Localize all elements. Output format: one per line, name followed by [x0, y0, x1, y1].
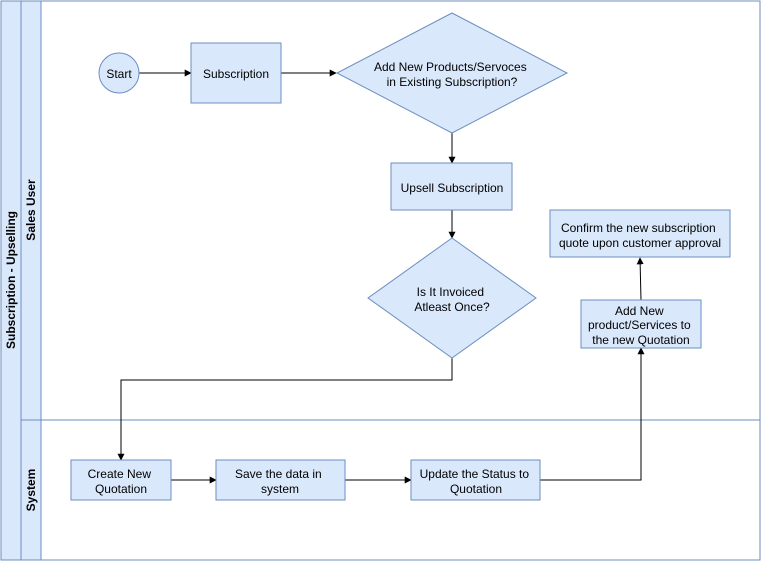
add-new-product-line-1: Add New — [615, 304, 664, 318]
edge-add-product-to-confirm — [636, 257, 644, 301]
svg-text:Create New Quotation: Create New Quotation — [88, 467, 155, 496]
update-status-line-1: Update the Status to — [420, 467, 530, 481]
start-node-shape — [98, 52, 140, 94]
confirm-node-line-2: quote upon customer approval — [559, 236, 721, 250]
edge-update-to-add-product — [540, 347, 645, 481]
pool-title: Subscription - Upselling — [4, 211, 18, 349]
add-new-product-node[interactable]: Add New product/Services to the new Quot… — [580, 299, 702, 349]
decision-invoiced-line-2: Atleast Once? — [414, 300, 490, 314]
save-data-line-1: Save the data in — [235, 467, 322, 481]
decision-add-products-shape — [335, 12, 569, 134]
start-node-label: Start — [106, 67, 132, 81]
add-new-product-node-shape — [580, 299, 702, 349]
confirm-node-line-1: Confirm the new subscription — [561, 221, 716, 235]
create-quotation-line-2: Quotation — [95, 482, 147, 496]
decision-invoiced-line-1: Is It Invoiced — [417, 285, 484, 299]
lane-system-title: System — [24, 469, 38, 512]
add-new-product-line-2: product/Services to — [588, 318, 691, 332]
svg-text:Add New Products/Servoces: Add New Products/Servoces in Existing Su… — [374, 60, 530, 89]
edge-invoiced-to-create-quotation — [117, 358, 453, 461]
decision-invoiced[interactable]: Is It Invoiced Atleast Once? — [367, 237, 537, 359]
svg-text:Is It Invoiced Atleast O: Is It Invoiced Atleast Once? — [414, 285, 490, 314]
svg-text:Upsell Subscription: Upsell Subscription — [401, 181, 504, 195]
upsell-subscription-node-shape — [390, 162, 513, 211]
add-new-product-line-3: the new Quotation — [592, 333, 689, 347]
decision-invoiced-shape — [367, 237, 537, 359]
confirm-node[interactable]: Confirm the new subscription quote upon … — [549, 209, 731, 258]
upsell-subscription-node[interactable]: Upsell Subscription — [390, 162, 513, 211]
subscription-node-label: Subscription — [203, 67, 269, 81]
edges — [117, 69, 645, 484]
svg-text:Confirm the new subscription: Confirm the new subscription quote upon … — [559, 221, 721, 250]
subscription-node[interactable]: Subscription — [190, 42, 282, 104]
decision-add-products-line-2: in Existing Subscription? — [387, 75, 518, 89]
save-data-node[interactable]: Save the data in system — [215, 459, 346, 501]
lane-sales-user-title: Sales User — [24, 179, 38, 241]
svg-text:Update the Status to Quo: Update the Status to Quotation — [420, 467, 533, 496]
start-node[interactable]: Start — [98, 52, 140, 94]
save-data-node-shape — [215, 459, 346, 501]
update-status-line-2: Quotation — [450, 482, 502, 496]
decision-add-products-line-1: Add New Products/Servoces — [374, 60, 527, 74]
decision-add-products[interactable]: Add New Products/Servoces in Existing Su… — [335, 12, 569, 134]
lane-system-header — [20, 419, 42, 561]
create-quotation-line-1: Create New — [88, 467, 152, 481]
save-data-line-2: system — [261, 482, 299, 496]
lane-system: System — [20, 419, 761, 561]
subscription-node-shape — [190, 42, 282, 104]
svg-text:Save the data in system: Save the data in system — [235, 467, 325, 496]
update-status-node-shape — [410, 459, 541, 501]
confirm-node-shape — [549, 209, 731, 258]
svg-text:Subscription: Subscription — [203, 67, 269, 81]
create-quotation-node[interactable]: Create New Quotation — [70, 459, 172, 501]
create-quotation-node-shape — [70, 459, 172, 501]
update-status-node[interactable]: Update the Status to Quotation — [410, 459, 541, 501]
svg-text:Add New product/Services: Add New product/Services to the new Quot… — [588, 304, 694, 347]
svg-text:Start: Start — [106, 67, 132, 81]
upsell-subscription-node-label: Upsell Subscription — [401, 181, 504, 195]
